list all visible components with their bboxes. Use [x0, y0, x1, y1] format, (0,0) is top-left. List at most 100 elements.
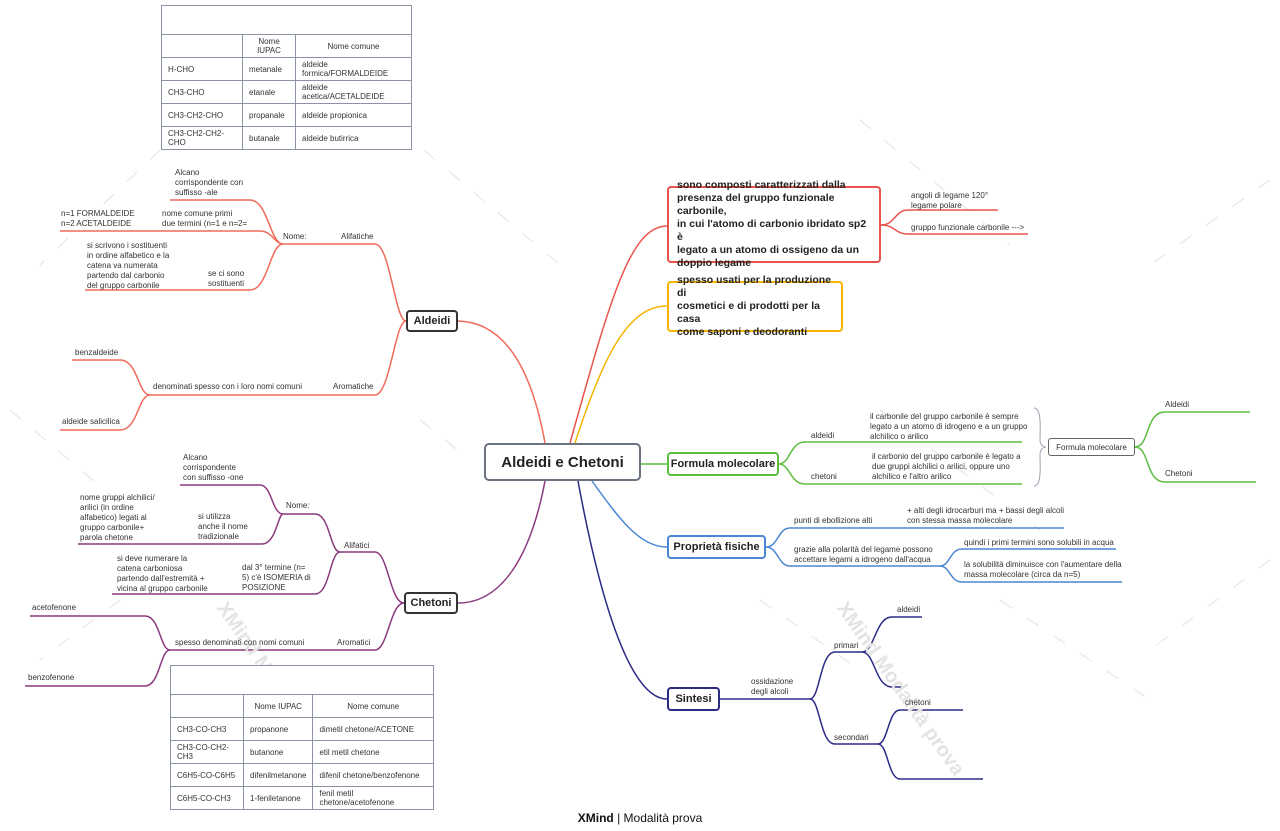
chetoni-denominati[interactable]: spesso denominati con nomi comuni [175, 638, 305, 647]
connector-line [150, 320, 407, 396]
chetoni-alcano[interactable]: Alcano corrispondente con suffisso -one [183, 453, 244, 482]
chetoni-nome[interactable]: Nome: [286, 501, 310, 510]
connector-line [939, 548, 1116, 567]
table-row: CH3-CH2-CH2-CHO butanale aldeide butirri… [161, 126, 412, 150]
central-topic[interactable]: Aldeidi e Chetoni [484, 443, 641, 481]
table-cell: C6H5-CO-CH3 [170, 786, 244, 810]
sintesi-primari[interactable]: primari [834, 641, 859, 650]
connector-line [880, 209, 998, 226]
topic-aldeidi[interactable]: Aldeidi [406, 310, 458, 332]
aldeidi-denominati[interactable]: denominati spesso con i loro nomi comuni [153, 382, 302, 391]
aldeidi-nome[interactable]: Nome: [283, 232, 307, 241]
sintesi-ossidazione[interactable]: ossidazione degli alcoli [751, 677, 794, 696]
footer-divider: | [617, 811, 624, 825]
table-cell: CH3-CH2-CH2-CHO [161, 126, 243, 150]
formula-aldeidi[interactable]: aldeidi [811, 431, 835, 440]
chetoni-benzofenone[interactable]: benzofenone [28, 673, 75, 682]
table-cell: CH3-CH2-CHO [161, 103, 243, 127]
connector-line [765, 527, 1064, 548]
aldeidi-formaldeide[interactable]: n=1 FORMALDEIDE n=2 ACETALDEIDE [61, 209, 135, 228]
connector-line [1134, 446, 1256, 483]
definizione-angoli[interactable]: angoli di legame 120° legame polare [911, 191, 989, 210]
proprieta-ebollizione-desc[interactable]: + alti degli idrocarburi ma + bassi degl… [907, 506, 1064, 525]
aldeidi-benzaldeide[interactable]: benzaldeide [75, 348, 119, 357]
table-cell: difenilmetanone [242, 763, 314, 787]
connector-line [60, 394, 151, 431]
connector-line [30, 615, 171, 651]
table-chetoni: Nome IUPAC Nome comune CH3-CO-CH3 propan… [170, 665, 434, 810]
table-row: CH3-CO-CH3 propanone dimetil chetone/ACE… [170, 717, 434, 741]
definizione-gruppo[interactable]: gruppo funzionale carbonile ---> [911, 223, 1025, 232]
chetoni-aromatici[interactable]: Aromatici [337, 638, 371, 647]
connector-line [569, 225, 668, 444]
proprieta-polarita[interactable]: grazie alla polarità del legame possono … [794, 545, 933, 564]
sintesi-chetoni[interactable]: chetoni [905, 698, 931, 707]
proprieta-ebollizione[interactable]: punti di ebollizione alti [794, 516, 873, 525]
table-cell: etil metil chetone [312, 740, 434, 764]
table-cell: C6H5-CO-C6H5 [170, 763, 244, 787]
proprieta-solubilita[interactable]: la solubilità diminuisce con l'aumentare… [964, 560, 1122, 579]
aldeidi-alcano[interactable]: Alcano corrispondente con suffisso -ale [175, 168, 244, 197]
aldeidi-nome-comune[interactable]: nome comune primi due termini (n=1 e n=2… [162, 209, 248, 228]
table-header: Nome comune [295, 34, 412, 58]
aldeidi-scrivono[interactable]: si scrivono i sostituenti in ordine alfa… [87, 241, 170, 290]
connector-line [778, 463, 1022, 485]
topic-proprieta-fisiche[interactable]: Proprietà fisiche [667, 535, 766, 559]
chetoni-tradizionale[interactable]: si utilizza anche il nome tradizionale [198, 512, 248, 541]
topic-usi[interactable]: spesso usati per la produzione di cosmet… [667, 274, 843, 338]
table-caption [170, 665, 434, 695]
footer-brand: XMind [577, 811, 614, 825]
sintesi-aldeidi[interactable]: aldeidi [897, 605, 921, 614]
summary-formula-molecolare[interactable]: Formula molecolare [1048, 438, 1135, 456]
proprieta-solubili[interactable]: quindi i primi termini sono solubili in … [964, 538, 1114, 547]
topic-formula-molecolare[interactable]: Formula molecolare [667, 452, 779, 476]
connector-line [809, 698, 878, 745]
connector-line [861, 616, 922, 653]
table-cell: CH3-CO-CH2-CH3 [170, 740, 244, 764]
aldeidi-sostituenti[interactable]: se ci sono sostituenti [208, 269, 245, 288]
table-cell: CH3-CO-CH3 [170, 717, 244, 741]
connector-line [778, 441, 1022, 465]
table-cell: aldeide propionica [295, 103, 412, 127]
table-cell: butanone [242, 740, 314, 764]
sintesi-secondari[interactable]: secondari [834, 733, 869, 742]
table-caption [161, 5, 412, 35]
table-aldeidi: Nome IUPAC Nome comune H-CHO metanale al… [161, 5, 412, 150]
table-header: Nome IUPAC [242, 694, 314, 718]
chetoni-alifatici[interactable]: Alifatici [344, 541, 370, 550]
connector-line [205, 243, 284, 291]
aldeidi-salicilica[interactable]: aldeide salicilica [62, 417, 120, 426]
table-cell: dimetil chetone/ACETONE [312, 717, 434, 741]
topic-sintesi[interactable]: Sintesi [667, 687, 720, 711]
connector-line [1134, 411, 1250, 448]
chetoni-terzo[interactable]: dal 3° termine (n= 5) c'è ISOMERIA di PO… [242, 563, 311, 592]
watermark-pattern [9, 119, 1271, 701]
footer-mode: Modalità prova [623, 811, 703, 825]
connector-line [160, 230, 284, 245]
chetoni-numerare[interactable]: si deve numerare la catena carboniosa pa… [117, 554, 208, 593]
connector-line [72, 359, 151, 396]
formula-chetoni[interactable]: chetoni [811, 472, 837, 481]
table-cell: propanone [242, 717, 314, 741]
summary-aldeidi[interactable]: Aldeidi [1165, 400, 1190, 409]
aldeidi-aromatiche[interactable]: Aromatiche [333, 382, 374, 391]
table-row: C6H5-CO-CH3 1-feniletanone fenil metil c… [170, 786, 434, 810]
topic-chetoni[interactable]: Chetoni [404, 592, 458, 614]
chetoni-acetofenone[interactable]: acetofenone [32, 603, 77, 612]
connector-line [591, 480, 668, 548]
formula-aldeidi-desc[interactable]: il carbonile del gruppo carbonile è semp… [870, 412, 1028, 441]
connector-line [340, 551, 405, 604]
summary-chetoni[interactable]: Chetoni [1165, 469, 1193, 478]
topic-definizione[interactable]: sono composti caratterizzati dalla prese… [667, 179, 881, 269]
table-cell: etanale [242, 80, 296, 104]
connector-line [765, 546, 940, 567]
connector-line [877, 743, 983, 780]
connector-line [880, 224, 1028, 235]
aldeidi-alifatiche[interactable]: Alifatiche [341, 232, 374, 241]
summary-bracket [1033, 407, 1047, 487]
connector-line [577, 480, 668, 700]
table-cell: propanale [242, 103, 296, 127]
formula-chetoni-desc[interactable]: il carbonio del gruppo carbonile è legat… [872, 452, 1021, 481]
chetoni-gruppi[interactable]: nome gruppi alchilici/ arilici (in ordin… [80, 493, 155, 542]
connector-line [25, 649, 171, 687]
